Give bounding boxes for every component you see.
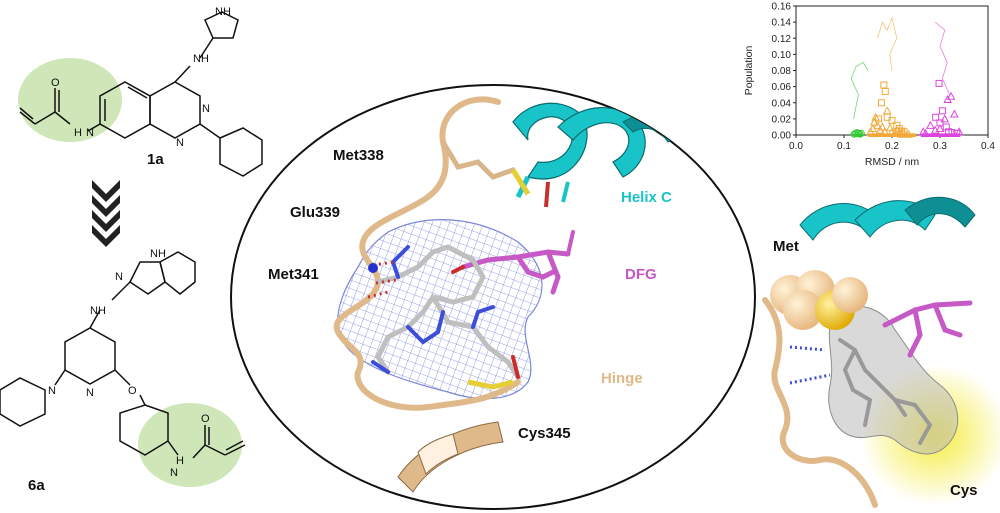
y-tick-label: 0.08 [772, 66, 792, 77]
data-point [877, 99, 885, 107]
data-point [856, 130, 864, 138]
compound-6a-label: 6a [28, 477, 45, 494]
y-tick-label: 0.10 [772, 50, 792, 61]
atom-label-n-indazole: N [115, 271, 123, 283]
label-cys: Cys [950, 482, 978, 499]
y-axis-title: Population [743, 46, 755, 96]
data-point [875, 115, 883, 123]
data-point [936, 119, 944, 127]
atom-label-nh-link: NH [193, 53, 209, 65]
x-tick-label: 0.4 [981, 141, 995, 152]
compound-1a-structure [19, 11, 263, 177]
population-rmsd-chart: 0.0 0.1 0.2 0.3 0.4 0.00 0.02 0.04 0.06 0.08 0.10 0… [743, 2, 995, 169]
data-point [938, 107, 946, 115]
data-point [900, 128, 908, 136]
data-point [932, 113, 940, 121]
met341-nitrogen [368, 263, 378, 273]
atom-label-n-6a: N [170, 467, 178, 479]
dfg-motif [451, 230, 575, 295]
label-hinge: Hinge [601, 370, 643, 387]
label-cys345: Cys345 [518, 425, 571, 442]
acrylamide-highlight-bottom [138, 403, 242, 487]
data-point [873, 120, 882, 129]
data-point [940, 114, 950, 123]
data-point [953, 129, 961, 137]
y-tick-label: 0.04 [772, 98, 792, 109]
y-tick-label: 0.12 [772, 34, 792, 45]
data-point [950, 109, 959, 118]
population-base-bar [920, 133, 961, 137]
atom-label-o-6a: O [201, 413, 210, 425]
atom-label-nh-6a: NH [90, 305, 106, 317]
data-point [898, 127, 906, 135]
dfg-motif-right [882, 300, 973, 358]
y-tick-label: 0.14 [772, 18, 792, 29]
atom-label-n-1a: N [86, 127, 94, 139]
x-axis-title: RMSD / nm [865, 156, 920, 168]
data-point [942, 123, 950, 131]
ligand-sticks [371, 244, 521, 380]
data-point [881, 87, 889, 95]
label-met338: Met338 [333, 147, 384, 164]
trajectory-overlay [934, 21, 950, 95]
atom-label-n-pip: N [48, 385, 56, 397]
trajectory-overlay [877, 16, 898, 71]
helix-ribbon-right [799, 196, 976, 241]
atom-label-n-1: N [202, 103, 210, 115]
data-point [935, 79, 943, 87]
trajectory-overlay [850, 61, 869, 119]
label-glu339: Glu339 [290, 204, 340, 221]
data-point [880, 127, 890, 136]
surface-view-panel: Met Cys [762, 196, 1000, 508]
data-point [946, 91, 956, 100]
atom-label-n-2: N [176, 137, 184, 149]
label-met: Met [773, 238, 799, 255]
atom-label-nh-indazole: NH [150, 248, 166, 260]
data-point [926, 120, 935, 129]
x-tick-label: 0.1 [837, 141, 851, 152]
chemical-structures-panel: NH NH N N O H N 1a N NH NH N [0, 6, 263, 494]
compound-6a-structure [0, 251, 246, 459]
x-tick-label: 0.3 [933, 141, 947, 152]
data-point [948, 129, 956, 137]
y-tick-label: 0.02 [772, 114, 792, 125]
data-point [899, 128, 909, 137]
data-point [935, 123, 945, 133]
data-point [885, 123, 895, 132]
crystal-structure-panel: Met338 Glu339 Met341 Cys345 Helix C DFG … [230, 84, 756, 510]
atom-label-n-pyr: N [86, 387, 94, 399]
data-point [878, 122, 887, 131]
data-point [888, 116, 896, 124]
data-point [854, 129, 862, 137]
compound-1a-label: 1a [147, 151, 164, 168]
chevron-down-stack-icon [92, 180, 120, 247]
met-spheres [770, 270, 868, 330]
atom-label-nh-pyrazole: NH [215, 6, 231, 18]
x-tick-label: 0.2 [885, 141, 899, 152]
atom-label-o-1a: O [51, 77, 60, 89]
y-tick-label: 0.16 [772, 2, 792, 13]
cys345-sidechain [467, 379, 514, 390]
atom-label-h-6a: H [176, 455, 184, 467]
atom-label-o-ether: O [128, 385, 137, 397]
label-helix-c: Helix C [621, 189, 672, 206]
data-point [921, 128, 930, 137]
atom-label-h-1a: H [74, 127, 82, 139]
hinge-backbone-right [762, 297, 878, 508]
data-point [857, 129, 865, 137]
hinge-helix-ribbon [397, 421, 504, 493]
label-dfg: DFG [625, 266, 657, 283]
label-met341: Met341 [268, 266, 319, 283]
ligand-sticks-right [838, 338, 933, 445]
data-point [954, 127, 964, 136]
x-tick-label: 0.0 [789, 141, 803, 152]
y-tick-label: 0.00 [772, 131, 792, 142]
acrylamide-highlight-top [18, 58, 122, 142]
y-tick-label: 0.06 [772, 82, 792, 93]
